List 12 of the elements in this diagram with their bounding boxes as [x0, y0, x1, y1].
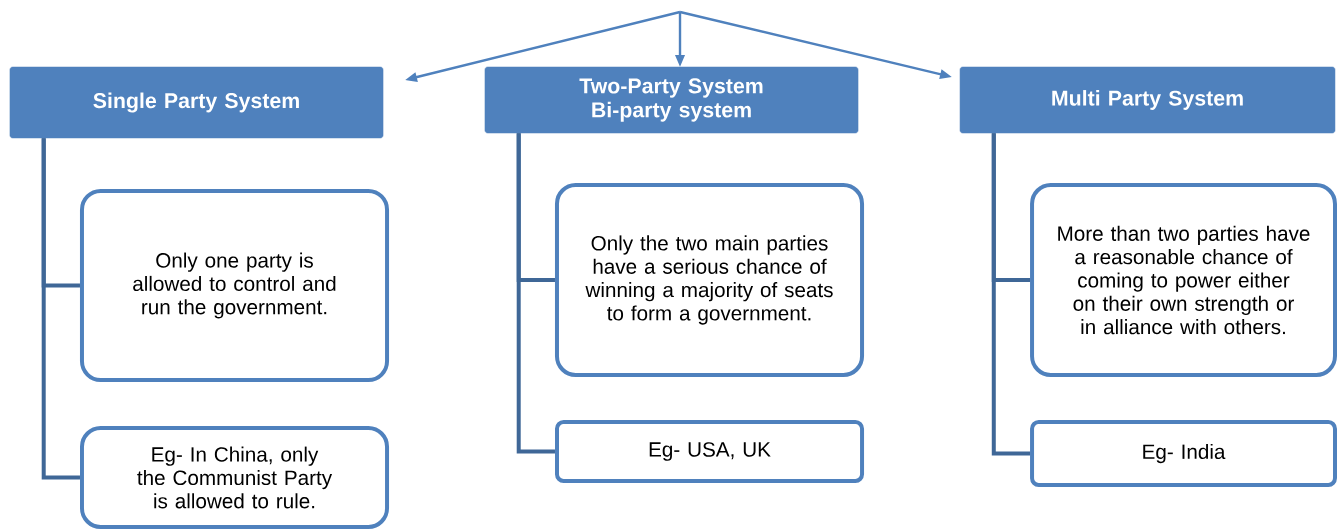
connector	[41, 138, 80, 480]
text-box: Only the two main parties have a serious chance of winning a majority of seats to form a government.	[554, 183, 865, 377]
text-box: More than two parties have a reasonable chance of coming to power either on their own strength or in alliance with others.	[1030, 183, 1337, 377]
connector	[516, 133, 555, 454]
text-box: Only one party is allowed to control and run the government.	[79, 188, 390, 383]
example-box: Eg- USA, UK	[554, 420, 865, 483]
header-box: Single Party System	[9, 66, 384, 139]
example-box: Eg- India	[1030, 420, 1337, 487]
text-box: Eg- In China, only the Communist Party is allowed to rule.	[79, 426, 390, 529]
header-box: Multi Party System	[959, 66, 1336, 134]
connector	[991, 133, 1031, 456]
header-box: Two-Party System Bi-party system	[484, 66, 859, 134]
